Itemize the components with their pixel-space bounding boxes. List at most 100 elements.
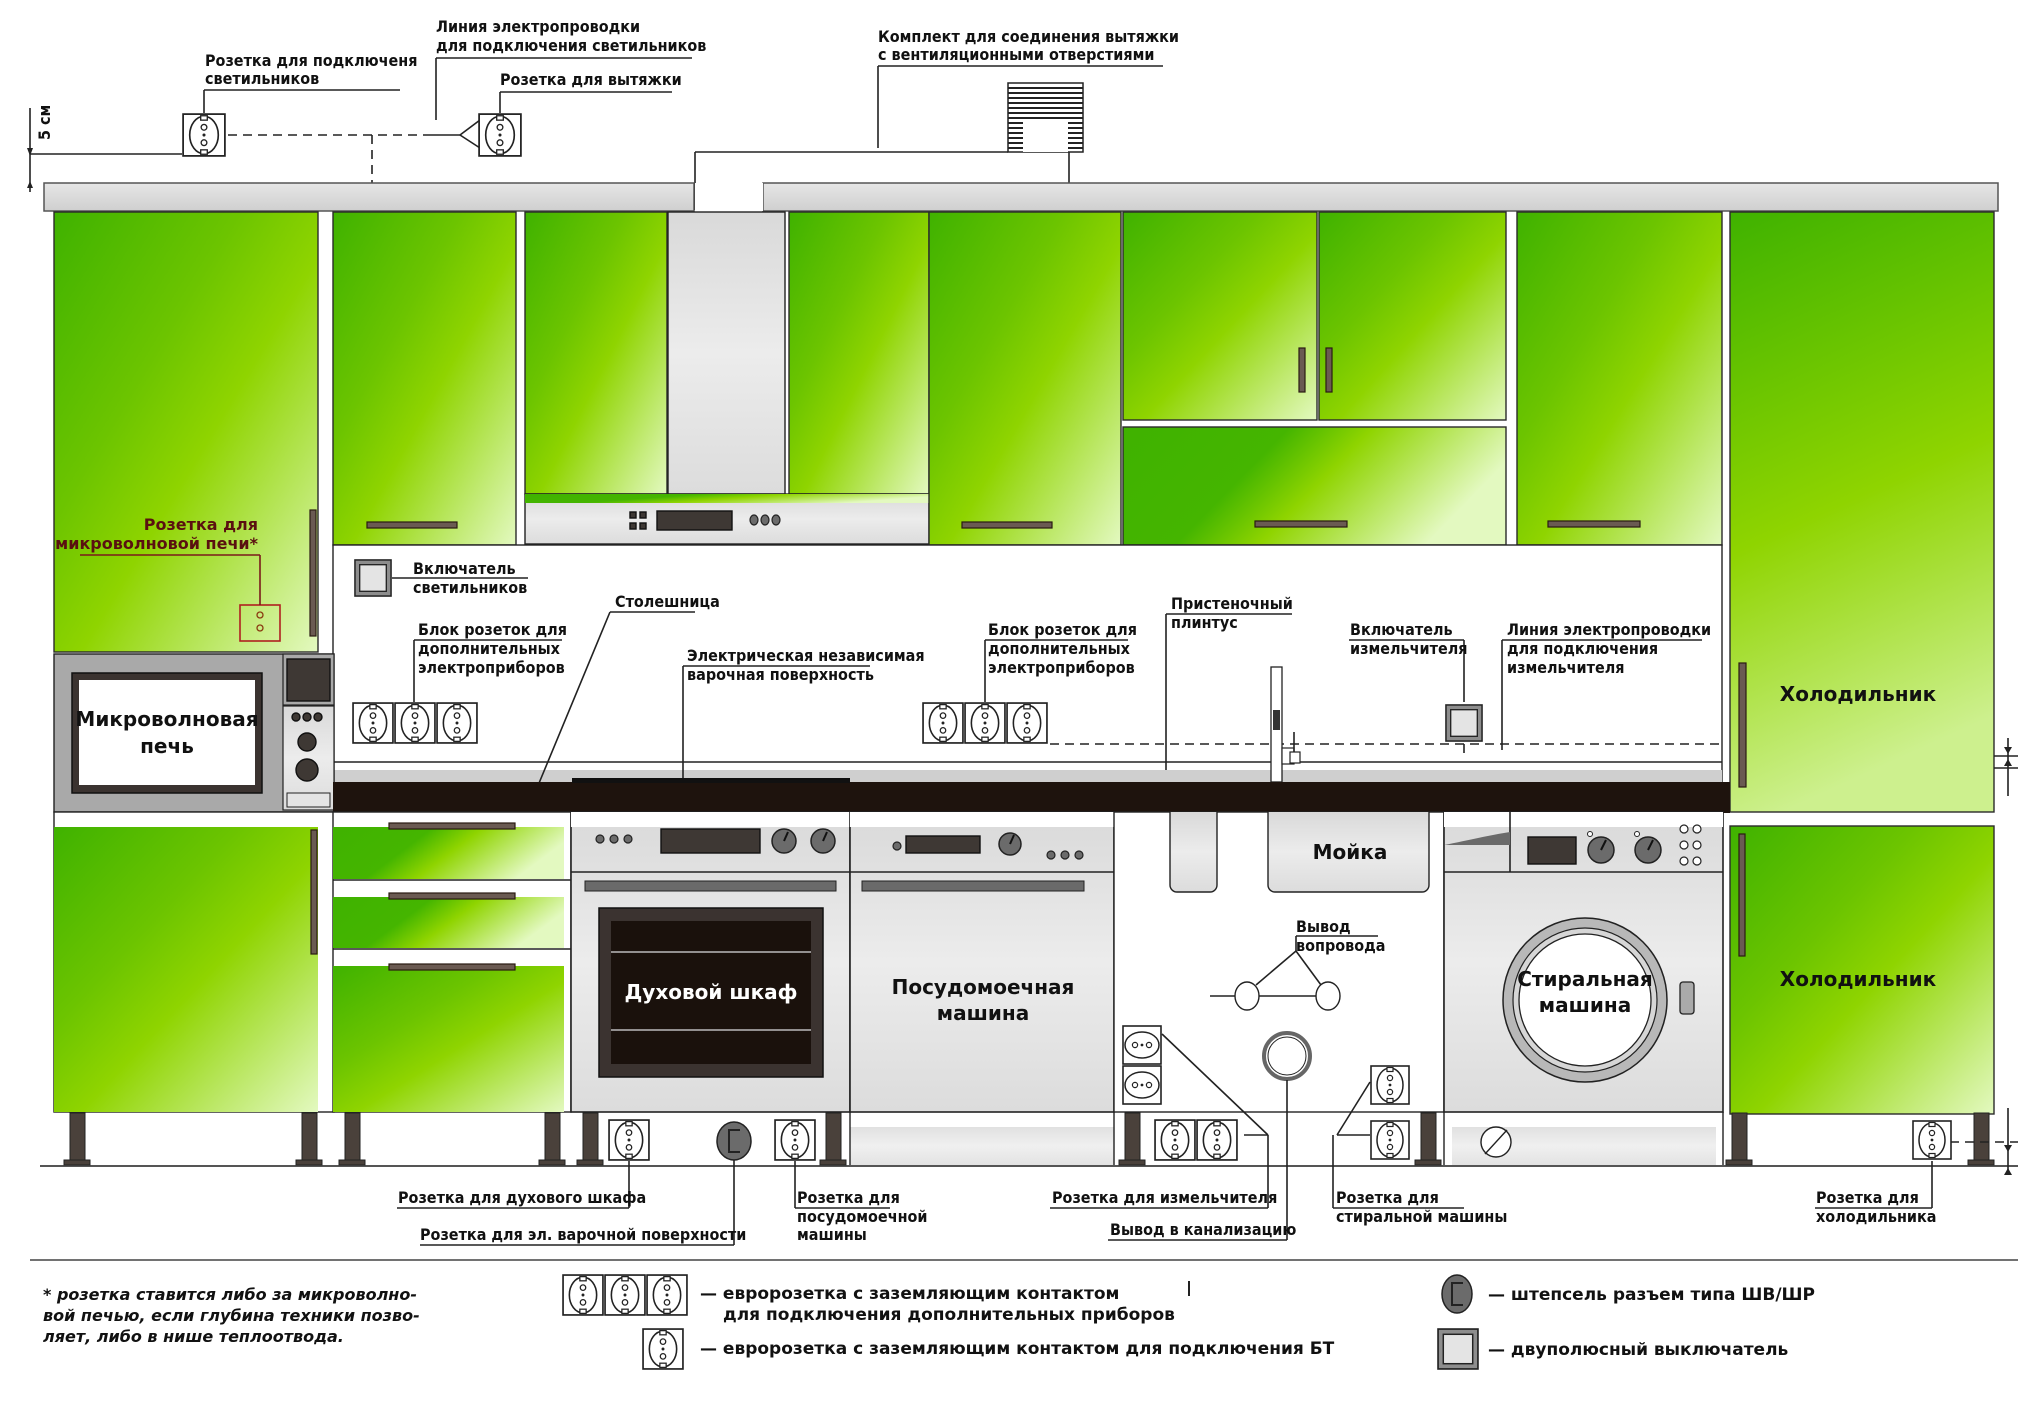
upper-cabinets xyxy=(53,211,1723,653)
dimension-5cm-label: 5 см xyxy=(35,105,54,140)
dishwasher-socket[interactable]: Розетка для посудомоечной машины xyxy=(774,1119,928,1244)
washer-socket-label-2: стиральной машины xyxy=(1336,1207,1507,1226)
dishwasher[interactable]: Посудомоечная машина xyxy=(849,811,1115,1113)
light-wiring-line: Линия электропроводки для подключения св… xyxy=(228,17,706,565)
socket-icon xyxy=(436,702,478,744)
legend-single-socket-label: — евророзетка с заземляющим контактом дл… xyxy=(700,1339,1335,1359)
grinder-wiring-callout: Линия электропроводки для подключения из… xyxy=(1501,620,1711,750)
sink-bowl-small xyxy=(1169,812,1218,893)
legend-plug-connector-label: — штепсель разъем типа ШВ/ШР xyxy=(1488,1285,1815,1305)
oven-label: Духовой шкаф xyxy=(624,980,797,1004)
upper-cabinet-3[interactable] xyxy=(788,211,930,495)
upper-cabinet-2[interactable] xyxy=(524,211,668,495)
sink-cabinet: Мойка Вывод вопровода xyxy=(1113,811,1445,1113)
baseboard-label-2: плинтус xyxy=(1171,613,1238,632)
socket-icon xyxy=(1370,1120,1410,1160)
hood-socket[interactable]: Розетка для вытяжки xyxy=(478,70,682,157)
socket-icon xyxy=(608,1119,650,1161)
microwave-socket[interactable]: Розетка для микроволновой печи* xyxy=(55,515,281,642)
legend-block-socket-label-2: для подключения дополнительных приборов xyxy=(723,1305,1175,1325)
socket-icon xyxy=(352,702,394,744)
legend: — евророзетка с заземляющим контактом дл… xyxy=(562,1274,1815,1370)
oven-socket[interactable]: Розетка для духового шкафа xyxy=(397,1119,650,1209)
upper-cabinet-1[interactable] xyxy=(332,211,517,546)
upper-cabinet-6[interactable] xyxy=(1516,211,1723,546)
water-outlet-label-1: Вывод xyxy=(1296,917,1351,936)
upper-cabinet-5b[interactable] xyxy=(1318,211,1507,421)
range-hood[interactable] xyxy=(524,493,930,545)
washer-socket-label-1: Розетка для xyxy=(1336,1188,1439,1207)
microwave-label-2: печь xyxy=(140,734,194,758)
socket-icon xyxy=(562,1274,604,1316)
switch-icon xyxy=(1445,704,1483,742)
grinder-socket-label: Розетка для измельчителя xyxy=(1052,1188,1277,1207)
socket-block-right[interactable]: Блок розеток для дополнительных электроп… xyxy=(922,620,1722,745)
fridge-socket[interactable]: Розетка для холодильника xyxy=(1815,1120,1952,1226)
dishwasher-socket-label-3: машины xyxy=(797,1225,867,1244)
water-outlet-icon xyxy=(1210,935,1378,1011)
washer-socket-upper[interactable] xyxy=(1370,1065,1410,1105)
socket-icon xyxy=(1370,1065,1410,1105)
fridge-top-label: Холодильник xyxy=(1780,682,1937,706)
legend-block-socket: — евророзетка с заземляющим контактом дл… xyxy=(562,1274,1175,1325)
base-cabinets: Духовой шкаф Посудомоечная машина Мойка xyxy=(53,811,1724,1113)
microwave[interactable]: Микроволновая печь xyxy=(53,653,335,813)
washer-label-1: Стиральная xyxy=(1517,967,1653,991)
drawer-1[interactable] xyxy=(333,827,564,879)
light-switch[interactable]: Включатель светильников xyxy=(354,559,528,597)
legend-single-socket: — евророзетка с заземляющим контактом дл… xyxy=(642,1328,1335,1370)
grinder-switch[interactable]: Включатель измельчителя xyxy=(1349,620,1483,753)
legend-block-socket-label-1: — евророзетка с заземляющим контактом xyxy=(700,1284,1119,1304)
wiring-lights-label-2: для подключения светильников xyxy=(436,36,706,55)
grinder-socket[interactable]: Розетка для измельчителя xyxy=(1050,1033,1277,1209)
sewer-drain-icon xyxy=(1262,1031,1312,1081)
ceiling-socket-label-2: светильников xyxy=(205,69,319,88)
oven[interactable]: Духовой шкаф xyxy=(570,811,851,1113)
washing-machine[interactable]: Стиральная машина xyxy=(1443,811,1724,1113)
footnote: * розетка ставится либо за микроволно- в… xyxy=(43,1285,420,1346)
washer-label-2: машина xyxy=(1539,993,1631,1017)
grinder-wiring-label-1: Линия электропроводки xyxy=(1507,620,1711,639)
fridge[interactable]: Холодильник Холодильник xyxy=(1729,211,2018,1115)
grinder-switch-label-2: измельчителя xyxy=(1350,639,1468,658)
socket-icon xyxy=(1196,1119,1238,1161)
hood-socket-label: Розетка для вытяжки xyxy=(500,70,682,89)
vent-grille-icon xyxy=(1007,82,1084,153)
fridge-socket-label-1: Розетка для xyxy=(1816,1188,1919,1207)
sink-bowl-main[interactable] xyxy=(1267,812,1430,893)
switch-icon xyxy=(1437,1328,1479,1370)
baseboard-label-1: Пристеночный xyxy=(1171,594,1293,613)
socket-icon xyxy=(394,702,436,744)
ceiling-light-socket[interactable]: Розетка для подключеня светильников xyxy=(182,51,417,157)
cooktop-label-1: Электрическая независимая xyxy=(687,646,925,665)
socket-icon xyxy=(182,113,226,157)
dishwasher-socket-label-2: посудомоечной xyxy=(797,1207,928,1226)
socket-block-right-label-3: электроприборов xyxy=(988,658,1135,677)
baseboard-callout: Пристеночный плинтус xyxy=(1165,594,1293,770)
socket-icon xyxy=(646,1274,688,1316)
upper-cabinet-5a[interactable] xyxy=(1122,211,1318,421)
socket-block-left-label-2: дополнительных xyxy=(418,639,561,658)
sewer-outlet-callout: Вывод в канализацию xyxy=(1108,1080,1296,1241)
ceiling-socket-label-1: Розетка для подключеня xyxy=(205,51,417,70)
dishwasher-label-1: Посудомоечная xyxy=(892,975,1075,999)
drawer-3[interactable] xyxy=(333,966,564,1112)
plug-connector-icon xyxy=(1441,1274,1473,1314)
base-cabinet-left[interactable] xyxy=(54,827,318,1112)
light-switch-label-1: Включатель xyxy=(413,559,516,578)
microwave-socket-label-2: микроволновой печи* xyxy=(55,534,258,553)
fridge-socket-label-2: холодильника xyxy=(1816,1207,1936,1226)
socket-block-right-label-2: дополнительных xyxy=(988,639,1131,658)
countertop xyxy=(333,778,1730,813)
dishwasher-socket-label-1: Розетка для xyxy=(797,1188,900,1207)
oven-socket-label: Розетка для духового шкафа xyxy=(398,1188,646,1207)
dishwasher-label-2: машина xyxy=(937,1001,1029,1025)
washer-socket[interactable]: Розетка для стиральной машины xyxy=(1332,1081,1507,1226)
upper-cabinet-4[interactable] xyxy=(928,211,1122,546)
tall-cabinet-left-upper[interactable] xyxy=(53,211,319,653)
socket-block-left[interactable]: Блок розеток для дополнительных электроп… xyxy=(352,620,567,744)
grinder-switch-label-1: Включатель xyxy=(1350,620,1453,639)
footnote-line-1: * розетка ставится либо за микроволно- xyxy=(43,1285,417,1304)
cooktop-connector[interactable]: Розетка для эл. варочной поверхности xyxy=(420,1121,752,1246)
drawer-2[interactable] xyxy=(333,897,564,948)
